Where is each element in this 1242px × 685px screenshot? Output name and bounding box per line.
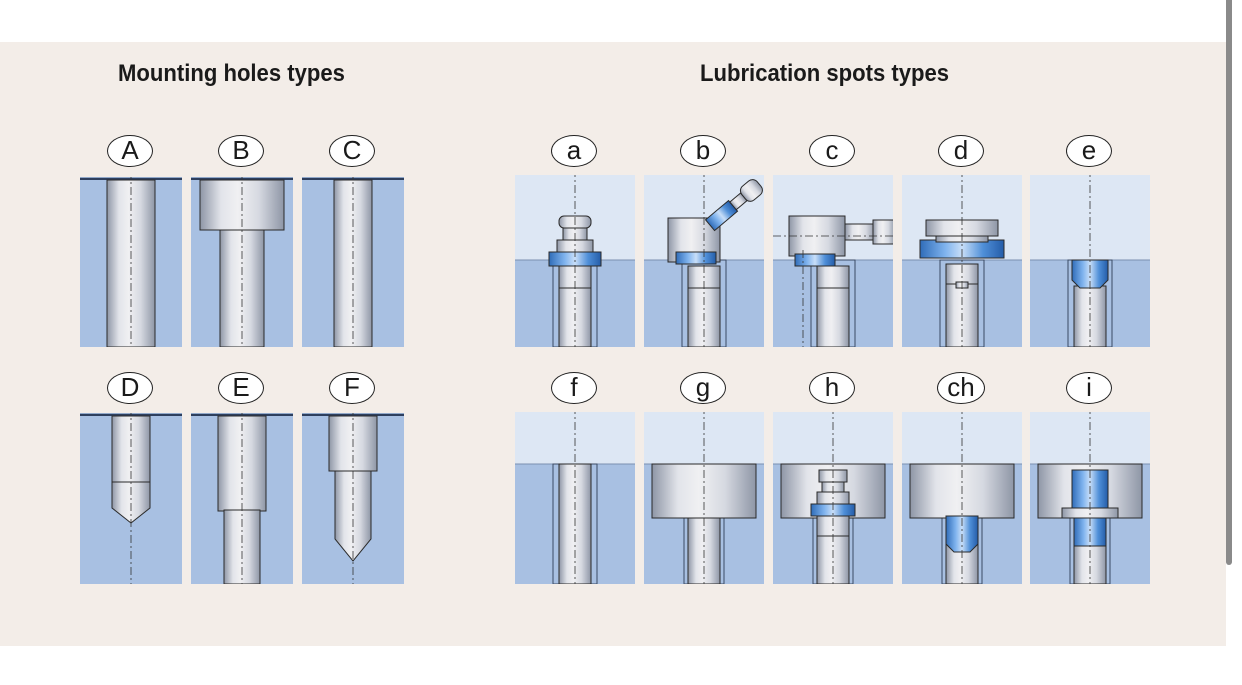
diagram-lube-0 <box>515 175 635 347</box>
label-lube-5: f <box>551 372 597 404</box>
label-lube-4: e <box>1066 135 1112 167</box>
label-lube-8: ch <box>937 372 985 404</box>
diagram-mount-4 <box>191 413 293 584</box>
fitting-arm-part <box>739 179 763 202</box>
fitting-head <box>872 219 893 245</box>
fitting-hex-nut <box>675 251 717 265</box>
fitting-arm <box>704 179 763 232</box>
diagram-lube-4 <box>1030 175 1150 347</box>
label-lube-1: b <box>680 135 726 167</box>
mounting-title: Mounting holes types <box>118 60 345 87</box>
diagram-mount-0 <box>80 177 182 347</box>
label-mount-1: B <box>218 135 264 167</box>
label-lube-0: a <box>551 135 597 167</box>
diagram-lube-9 <box>1030 412 1150 584</box>
diagram-mount-2 <box>302 177 404 347</box>
socket-fitting <box>1071 259 1109 289</box>
label-lube-6: g <box>680 372 726 404</box>
scrollbar-thumb[interactable] <box>1226 0 1232 565</box>
fitting-neck <box>844 223 876 241</box>
label-mount-0: A <box>107 135 153 167</box>
bore <box>816 287 850 347</box>
lubrication-title: Lubrication spots types <box>700 60 950 87</box>
diagram-mount-3 <box>80 413 182 584</box>
diagram-lube-1 <box>644 175 764 347</box>
label-lube-7: h <box>809 372 855 404</box>
label-mount-4: E <box>218 372 264 404</box>
diagram-lube-5 <box>515 412 635 584</box>
label-lube-3: d <box>938 135 984 167</box>
fitting-hex-nut <box>794 253 836 267</box>
fitting-body <box>816 265 850 289</box>
page-scrollbar[interactable] <box>1226 0 1242 685</box>
drill-tip <box>111 481 151 524</box>
diagram-lube-2 <box>773 175 893 347</box>
diagram-lube-6 <box>644 412 764 584</box>
diagram-mount-5 <box>302 413 404 584</box>
label-lube-2: c <box>809 135 855 167</box>
label-lube-9: i <box>1066 372 1112 404</box>
diagram-lube-8 <box>902 412 1022 584</box>
label-mount-5: F <box>329 372 375 404</box>
diagram-mount-1 <box>191 177 293 347</box>
diagram-lube-3 <box>902 175 1022 347</box>
label-mount-2: C <box>329 135 375 167</box>
diagram-lube-7 <box>773 412 893 584</box>
label-mount-3: D <box>107 372 153 404</box>
bore-top <box>217 415 267 512</box>
